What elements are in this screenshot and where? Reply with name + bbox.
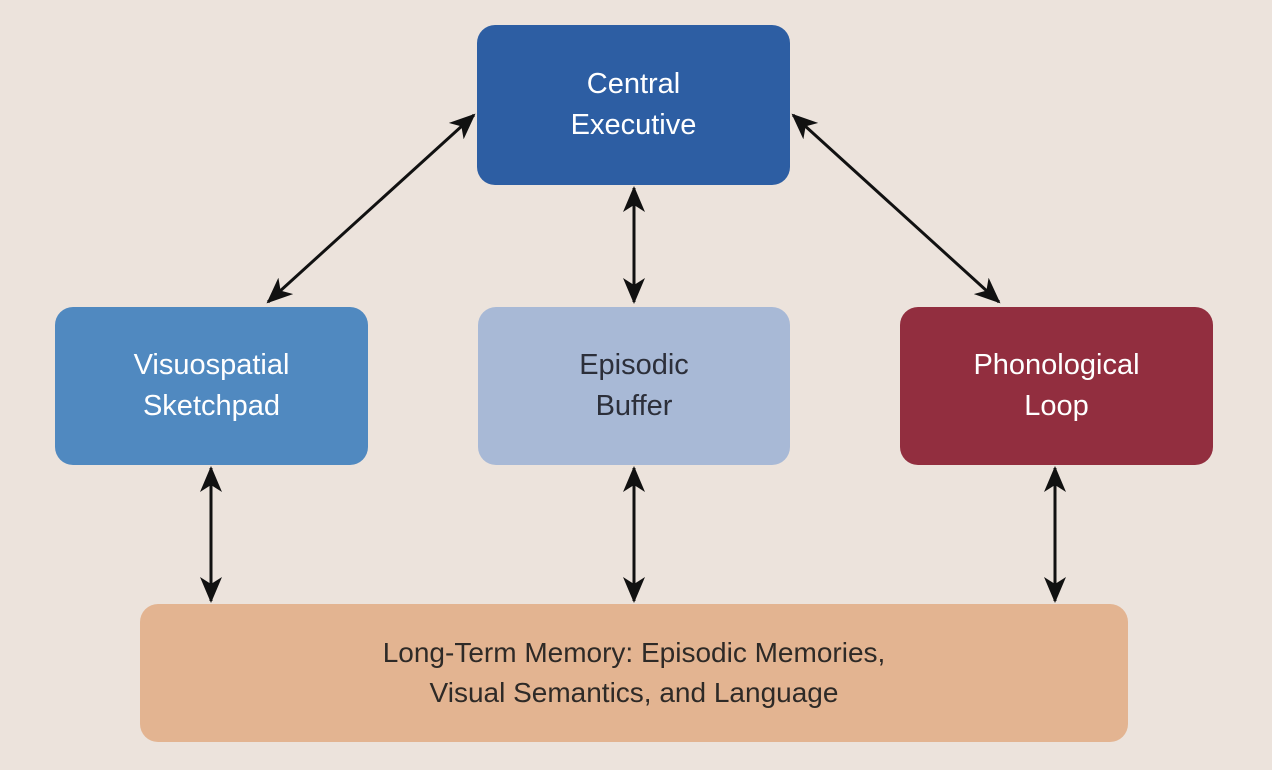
central-executive-node: Central Executive bbox=[477, 25, 790, 185]
visuospatial-sketchpad-label-line2: Sketchpad bbox=[142, 390, 281, 422]
visuospatial-sketchpad-node: Visuospatial Sketchpad bbox=[55, 307, 368, 465]
long-term-memory-label-line1: Long-Term Memory: Episodic Memories, bbox=[382, 637, 886, 668]
central-executive-label-line1: Central bbox=[586, 68, 681, 100]
phonological-loop-label-line1: Phonological bbox=[973, 349, 1140, 381]
phonological-loop-label-line2: Loop bbox=[1024, 390, 1089, 422]
phonological-loop-node: Phonological Loop bbox=[900, 307, 1213, 465]
episodic-buffer-label-line2: Buffer bbox=[595, 390, 673, 422]
central-executive-label-line2: Executive bbox=[570, 109, 697, 141]
long-term-memory-node: Long-Term Memory: Episodic Memories, Vis… bbox=[140, 604, 1128, 742]
arrow-central-executive-visuospatial bbox=[266, 113, 476, 304]
arrow-central-executive-phonological bbox=[791, 113, 1001, 304]
visuospatial-sketchpad-label-line1: Visuospatial bbox=[133, 349, 290, 381]
long-term-memory-label-line2: Visual Semantics, and Language bbox=[429, 677, 839, 708]
episodic-buffer-label-line1: Episodic bbox=[579, 349, 689, 381]
episodic-buffer-node: Episodic Buffer bbox=[478, 307, 790, 465]
